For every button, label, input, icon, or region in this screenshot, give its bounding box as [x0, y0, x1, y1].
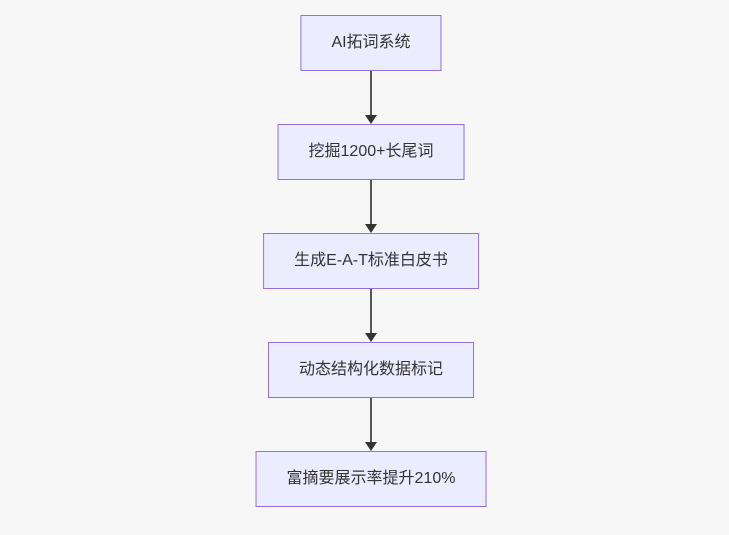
flow-arrow-B-C: [364, 180, 378, 233]
flow-arrow-D-E: [364, 398, 378, 451]
arrow-line: [370, 71, 372, 115]
flow-node-A: AI拓词系统: [300, 15, 442, 71]
arrow-line: [370, 289, 372, 333]
flow-arrow-A-B: [364, 71, 378, 124]
flow-node-label: 动态结构化数据标记: [298, 361, 444, 378]
flow-node-label: 挖掘1200+长尾词: [308, 143, 434, 160]
arrow-line: [370, 180, 372, 224]
arrow-line: [370, 398, 372, 442]
flow-node-label: AI拓词系统: [331, 34, 411, 51]
arrowhead-down-icon: [365, 224, 377, 233]
flow-node-D: 动态结构化数据标记: [267, 342, 475, 398]
arrowhead-down-icon: [365, 333, 377, 342]
flow-node-E: 富摘要展示率提升210%: [255, 451, 487, 507]
flow-arrow-C-D: [364, 289, 378, 342]
arrowhead-down-icon: [365, 442, 377, 451]
flow-node-B: 挖掘1200+长尾词: [277, 124, 465, 180]
flow-node-C: 生成E-A-T标准白皮书: [263, 233, 479, 289]
flow-node-label: 富摘要展示率提升210%: [286, 470, 456, 487]
arrowhead-down-icon: [365, 115, 377, 124]
flow-node-label: 生成E-A-T标准白皮书: [294, 252, 448, 269]
